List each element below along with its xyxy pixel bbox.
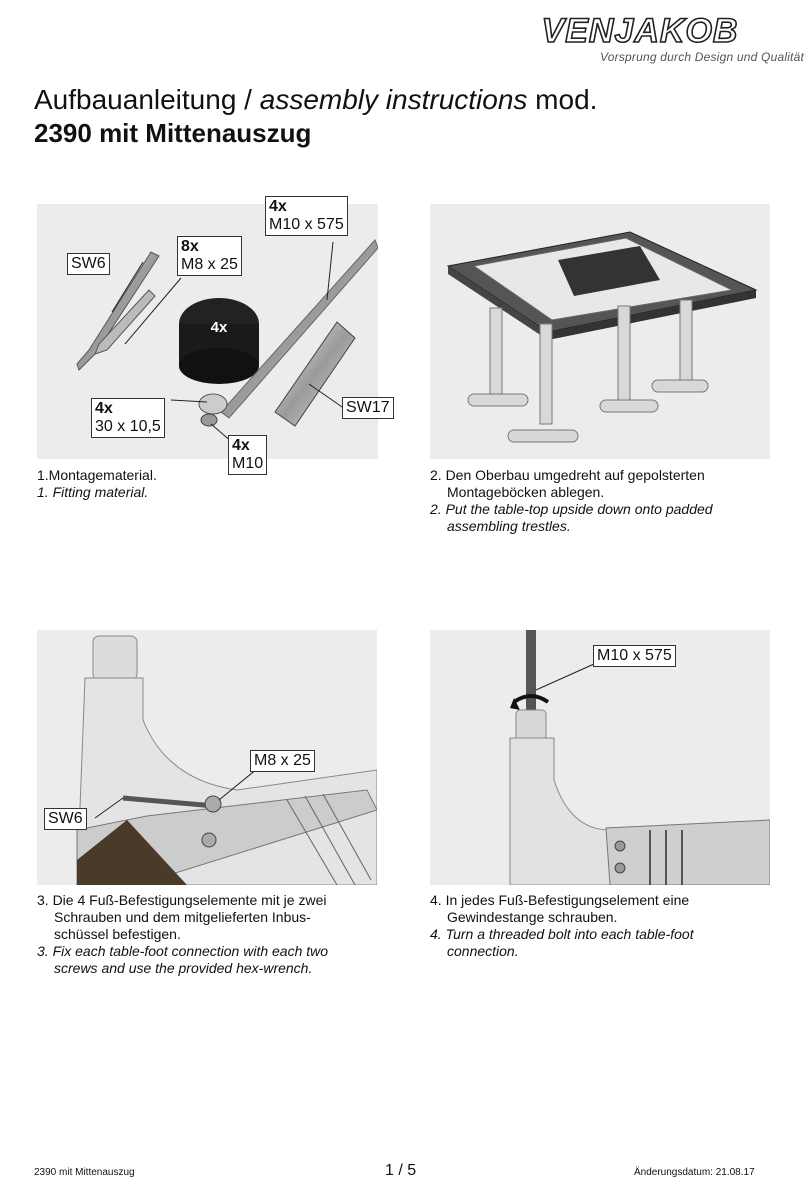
step2-caption: 2. Den Oberbau umgedreht auf gepolsterte… bbox=[430, 467, 713, 534]
step4-caption: 4. In jedes Fuß-Befestigungselement eine… bbox=[430, 892, 694, 959]
svg-text:4x: 4x bbox=[211, 319, 228, 336]
table-upside-down-illustration bbox=[446, 231, 758, 443]
step2-photo bbox=[430, 204, 770, 459]
page-title: Aufbauanleitung / assembly instructions … bbox=[34, 84, 598, 115]
callout-sw17: SW17 bbox=[342, 397, 394, 419]
page-subtitle: 2390 mit Mittenauszug bbox=[34, 118, 312, 148]
footer-change-date: Änderungsdatum: 21.08.17 bbox=[634, 1167, 755, 1178]
callout-m8-screw-step3: M8 x 25 bbox=[250, 750, 315, 772]
callout-m10-rod-step4: M10 x 575 bbox=[593, 645, 676, 667]
callout-sw6: SW6 bbox=[67, 253, 110, 275]
step3-photo bbox=[37, 630, 377, 885]
venjakob-logo: VENJAKOB bbox=[541, 12, 739, 48]
foot-connection-screws-illustration bbox=[76, 635, 377, 885]
svg-text:VENJAKOB: VENJAKOB bbox=[542, 12, 739, 48]
brand-tagline: Vorsprung durch Design und Qualität bbox=[600, 50, 805, 64]
footer-doc-name: 2390 mit Mittenauszug bbox=[34, 1167, 135, 1178]
threaded-rod-illustration bbox=[509, 630, 770, 885]
fitting-material-illustration: 4x bbox=[76, 239, 378, 443]
callout-sw6-step3: SW6 bbox=[44, 808, 87, 830]
page-number: 1 / 5 bbox=[385, 1162, 417, 1179]
step1-caption: 1.Montagematerial. 1. Fitting material. bbox=[37, 467, 157, 500]
step3-caption: 3. Die 4 Fuß-Befestigungselemente mit je… bbox=[37, 892, 329, 976]
step4-photo bbox=[430, 630, 770, 885]
